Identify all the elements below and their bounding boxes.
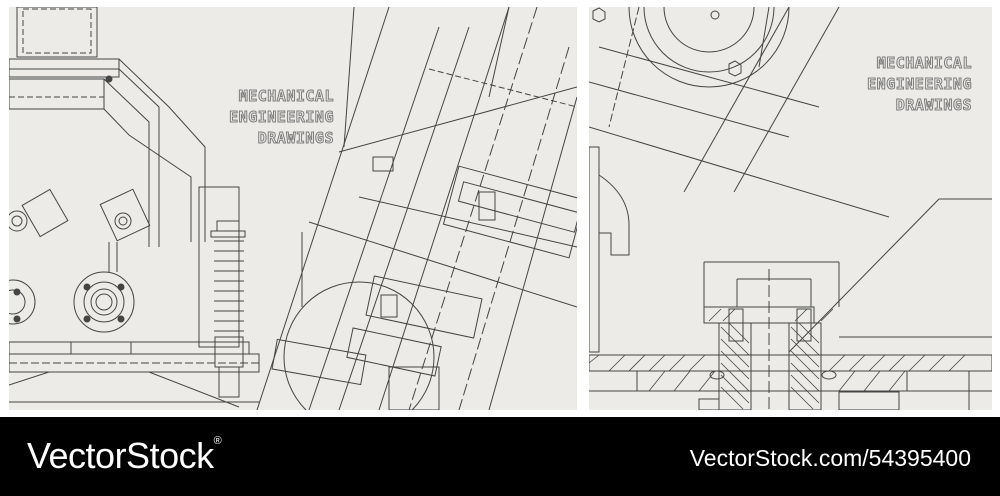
left-blueprint-drawing — [9, 7, 577, 410]
vectorstock-logo: VectorStock® — [27, 435, 222, 477]
left-title-line-1: MECHANICAL — [238, 87, 334, 106]
image-id-text: VectorStock.com/54395400 — [689, 445, 971, 471]
left-title-line-2: ENGINEERING — [229, 108, 334, 127]
right-drawing-panel: MECHANICAL ENGINEERING DRAWINGS — [589, 7, 992, 410]
vectorstock-logo-text: VectorStock — [27, 435, 214, 476]
left-drawing-title: MECHANICAL ENGINEERING DRAWINGS — [179, 86, 334, 149]
right-drawing-title: MECHANICAL ENGINEERING DRAWINGS — [819, 53, 972, 116]
watermark-footer-bar: VectorStock® VectorStock.com/54395400 — [0, 417, 1000, 496]
right-title-line-1: MECHANICAL — [876, 54, 972, 73]
right-blueprint-drawing — [589, 7, 992, 410]
registered-mark: ® — [213, 435, 222, 447]
left-drawing-panel: MECHANICAL ENGINEERING DRAWINGS — [9, 7, 577, 410]
left-title-line-3: DRAWINGS — [257, 129, 334, 148]
right-title-line-2: ENGINEERING — [867, 75, 972, 94]
right-title-line-3: DRAWINGS — [895, 96, 972, 115]
